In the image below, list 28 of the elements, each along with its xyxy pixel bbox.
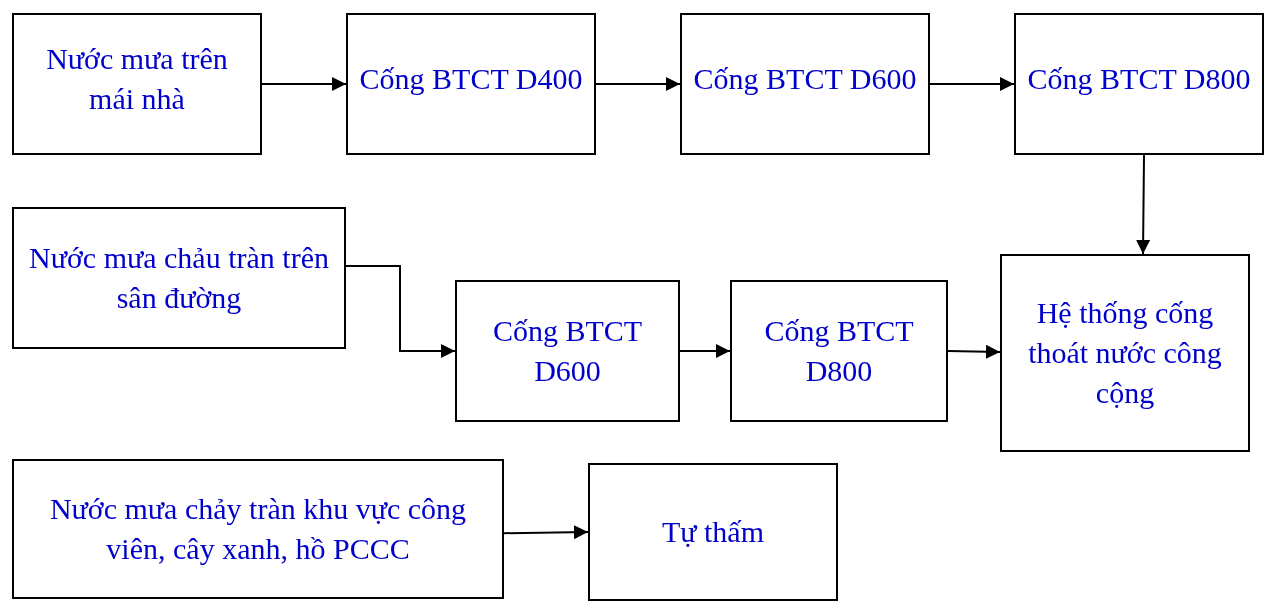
process-box — [588, 463, 838, 601]
process-box — [680, 13, 930, 155]
node-text: Nước mưa trên mái nhà — [45, 41, 229, 117]
process-box — [346, 13, 596, 155]
process-box — [12, 207, 346, 349]
arrow — [595, 77, 681, 91]
process-box — [12, 459, 504, 599]
node-text: Nước mưa chảu tràn trên sân đường — [28, 240, 330, 316]
node-text: Cống BTCT D400 — [359, 61, 583, 97]
arrow — [947, 344, 1001, 359]
node-text: Tự thấm — [661, 514, 765, 550]
process-box — [12, 13, 262, 155]
arrow — [345, 264, 456, 358]
arrow — [929, 77, 1015, 91]
arrow — [1136, 154, 1151, 255]
process-box — [730, 280, 948, 422]
process-box — [1014, 13, 1264, 155]
arrow — [679, 344, 731, 358]
arrow — [261, 77, 347, 91]
process-box — [455, 280, 680, 422]
node-text: Cống BTCT D600 — [693, 61, 917, 97]
node-text: Nước mưa chảy tràn khu vực công viên, cây xanh, hồ PCCC — [48, 491, 468, 567]
process-box — [1000, 254, 1250, 452]
node-text: Hệ thống cống thoát nước công cộng — [1027, 295, 1223, 411]
arrow — [503, 525, 589, 540]
node-text: Cống BTCT D800 — [763, 313, 915, 389]
node-text: Cống BTCT D800 — [1027, 61, 1251, 97]
node-text: Cống BTCT D600 — [491, 313, 644, 389]
